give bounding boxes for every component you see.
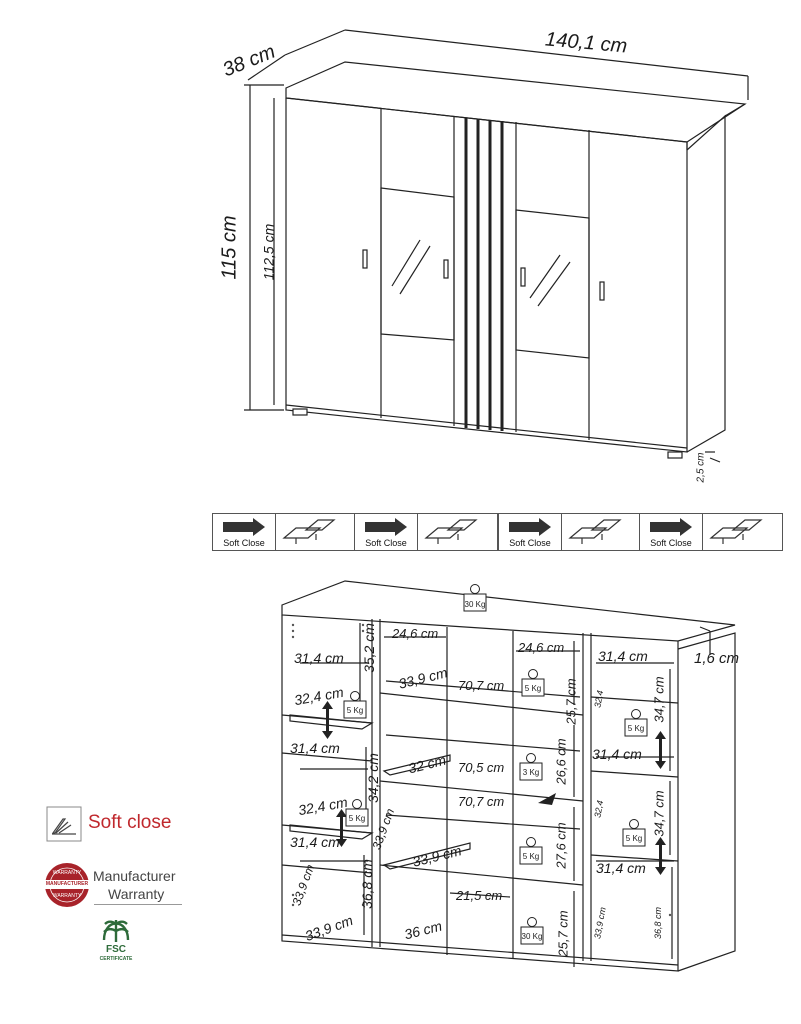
warranty-underline	[94, 904, 182, 905]
warranty-seal-top-text: WARRANTY	[52, 870, 82, 876]
weight-icon-cr-3	[519, 837, 543, 865]
warranty-line1: Manufacturer	[93, 868, 176, 884]
right-height-2: 34,7 cm	[651, 790, 667, 837]
left-width-1: 31,4 cm	[294, 650, 344, 666]
warranty-seal-mid-text: MANUFACTURER	[45, 881, 89, 887]
weight-label-top: 30 Kg	[464, 600, 486, 609]
soft-close-book-icon	[46, 806, 82, 842]
weight-icon-left-1	[343, 691, 367, 719]
hinge-icon	[568, 519, 622, 544]
top-thickness-label: 1,6 cm	[694, 650, 740, 667]
cr-height-2: 26,6 cm	[553, 738, 569, 785]
interior-view-drawing	[281, 580, 736, 972]
right-width-3: 31,4 cm	[596, 860, 646, 876]
cr-height-4: 25,7 cm	[555, 910, 571, 957]
left-width-3: 31,4 cm	[290, 834, 340, 850]
weight-icon-cr-4	[520, 917, 544, 945]
center-width-1: 70,7 cm	[458, 678, 505, 693]
soft-close-badge-label: Soft close	[88, 812, 172, 833]
right-height-1: 34,7 cm	[651, 676, 667, 723]
hinge-icon	[709, 519, 763, 544]
fsc-tree-icon	[102, 920, 130, 942]
weight-icon-cr-2	[519, 753, 543, 781]
hinge-icon	[282, 519, 336, 544]
cl-width: 24,6 cm	[392, 626, 439, 641]
center-inner-width: 21,5 cm	[456, 888, 503, 903]
weight-label-cr-1: 5 Kg	[524, 684, 542, 693]
arrow-icon	[509, 518, 551, 536]
weight-label-right-1: 5 Kg	[627, 724, 645, 733]
weight-label-left-1: 5 Kg	[346, 706, 364, 715]
arrow-icon	[223, 518, 265, 536]
weight-icon-right-2	[622, 819, 646, 847]
soft-close-card-2: Soft Close	[354, 513, 498, 551]
weight-icon-cr-1	[521, 669, 545, 697]
left-height-3: 36,8 cm	[358, 859, 375, 909]
soft-close-label: Soft Close	[509, 538, 551, 548]
weight-label-cr-3: 5 Kg	[522, 852, 540, 861]
weight-icon-right-1	[624, 709, 648, 737]
warranty-seal-bottom-text: WARRANTY	[52, 893, 82, 899]
soft-close-label: Soft Close	[365, 538, 407, 548]
fsc-sub-label: CERTIFICATE	[99, 956, 133, 962]
soft-close-badge: Soft close	[46, 806, 186, 844]
soft-close-label: Soft Close	[650, 538, 692, 548]
soft-close-label: Soft Close	[223, 538, 265, 548]
front-view-drawing	[244, 29, 749, 463]
right-width-2: 31,4 cm	[592, 746, 642, 762]
body-height-label: 112,5 cm	[260, 223, 277, 281]
weight-label-cr-2: 3 Kg	[522, 768, 540, 777]
left-height-1: 35,2 cm	[360, 623, 377, 673]
soft-close-card-4: Soft Close	[639, 513, 783, 551]
fsc-label: FSC	[106, 944, 126, 955]
arrow-icon	[650, 518, 692, 536]
warranty-seal-icon	[45, 863, 89, 907]
foot-height-label: 2,5 cm	[695, 452, 707, 483]
right-height-3: 36,8 cm	[653, 906, 664, 940]
hinge-icon	[424, 519, 478, 544]
soft-close-card-1: Soft Close	[212, 513, 356, 551]
center-width-2: 70,5 cm	[458, 760, 505, 775]
fsc-badge: FSC CERTIFICATE	[92, 908, 140, 966]
weight-label-left-2: 5 Kg	[348, 814, 366, 823]
cr-height-1: 25,7 cm	[563, 678, 579, 725]
warranty-line2: Warranty	[108, 886, 165, 902]
total-height-label: 115 cm	[218, 215, 241, 280]
arrow-icon	[365, 518, 407, 536]
weight-label-cr-4: 30 Kg	[521, 932, 543, 941]
left-width-2: 31,4 cm	[290, 740, 340, 756]
weight-icon-left-2	[345, 799, 369, 827]
cr-width: 24,6 cm	[518, 640, 565, 655]
right-width-1: 31,4 cm	[598, 648, 648, 664]
soft-close-card-3: Soft Close	[498, 513, 642, 551]
cr-height-3: 27,6 cm	[553, 822, 569, 869]
weight-icon-top	[463, 584, 487, 612]
warranty-badge: WARRANTY MANUFACTURER WARRANTY Manufactu…	[44, 862, 184, 910]
left-height-2: 34,2 cm	[364, 753, 381, 803]
weight-label-right-2: 5 Kg	[625, 834, 643, 843]
center-width-3: 70,7 cm	[458, 794, 505, 809]
